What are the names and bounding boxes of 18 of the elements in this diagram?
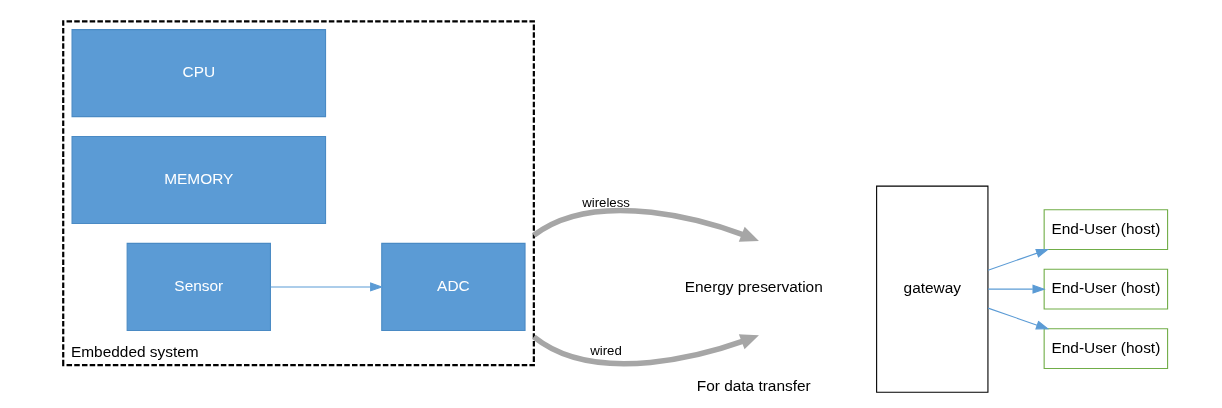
node-box: ADC — [381, 242, 526, 332]
node-box: End-User (host) — [1043, 268, 1169, 310]
node-box: CPU — [71, 29, 327, 118]
node-box: End-User (host) — [1043, 209, 1169, 250]
node-box: Sensor — [126, 242, 271, 332]
node-box: MEMORY — [71, 135, 327, 225]
arrow — [987, 284, 1046, 294]
arrow — [987, 248, 1050, 271]
label: For data transfer — [696, 377, 811, 395]
node-box: End-User (host) — [1043, 328, 1169, 370]
arrow — [987, 307, 1050, 330]
arrow — [532, 207, 759, 242]
arrow — [532, 334, 759, 367]
edge-label: wired — [590, 342, 622, 358]
edge-label: wireless — [582, 195, 630, 211]
label: Energy preservation — [684, 278, 823, 296]
arrow — [269, 282, 384, 292]
node-box: gateway — [876, 185, 989, 393]
